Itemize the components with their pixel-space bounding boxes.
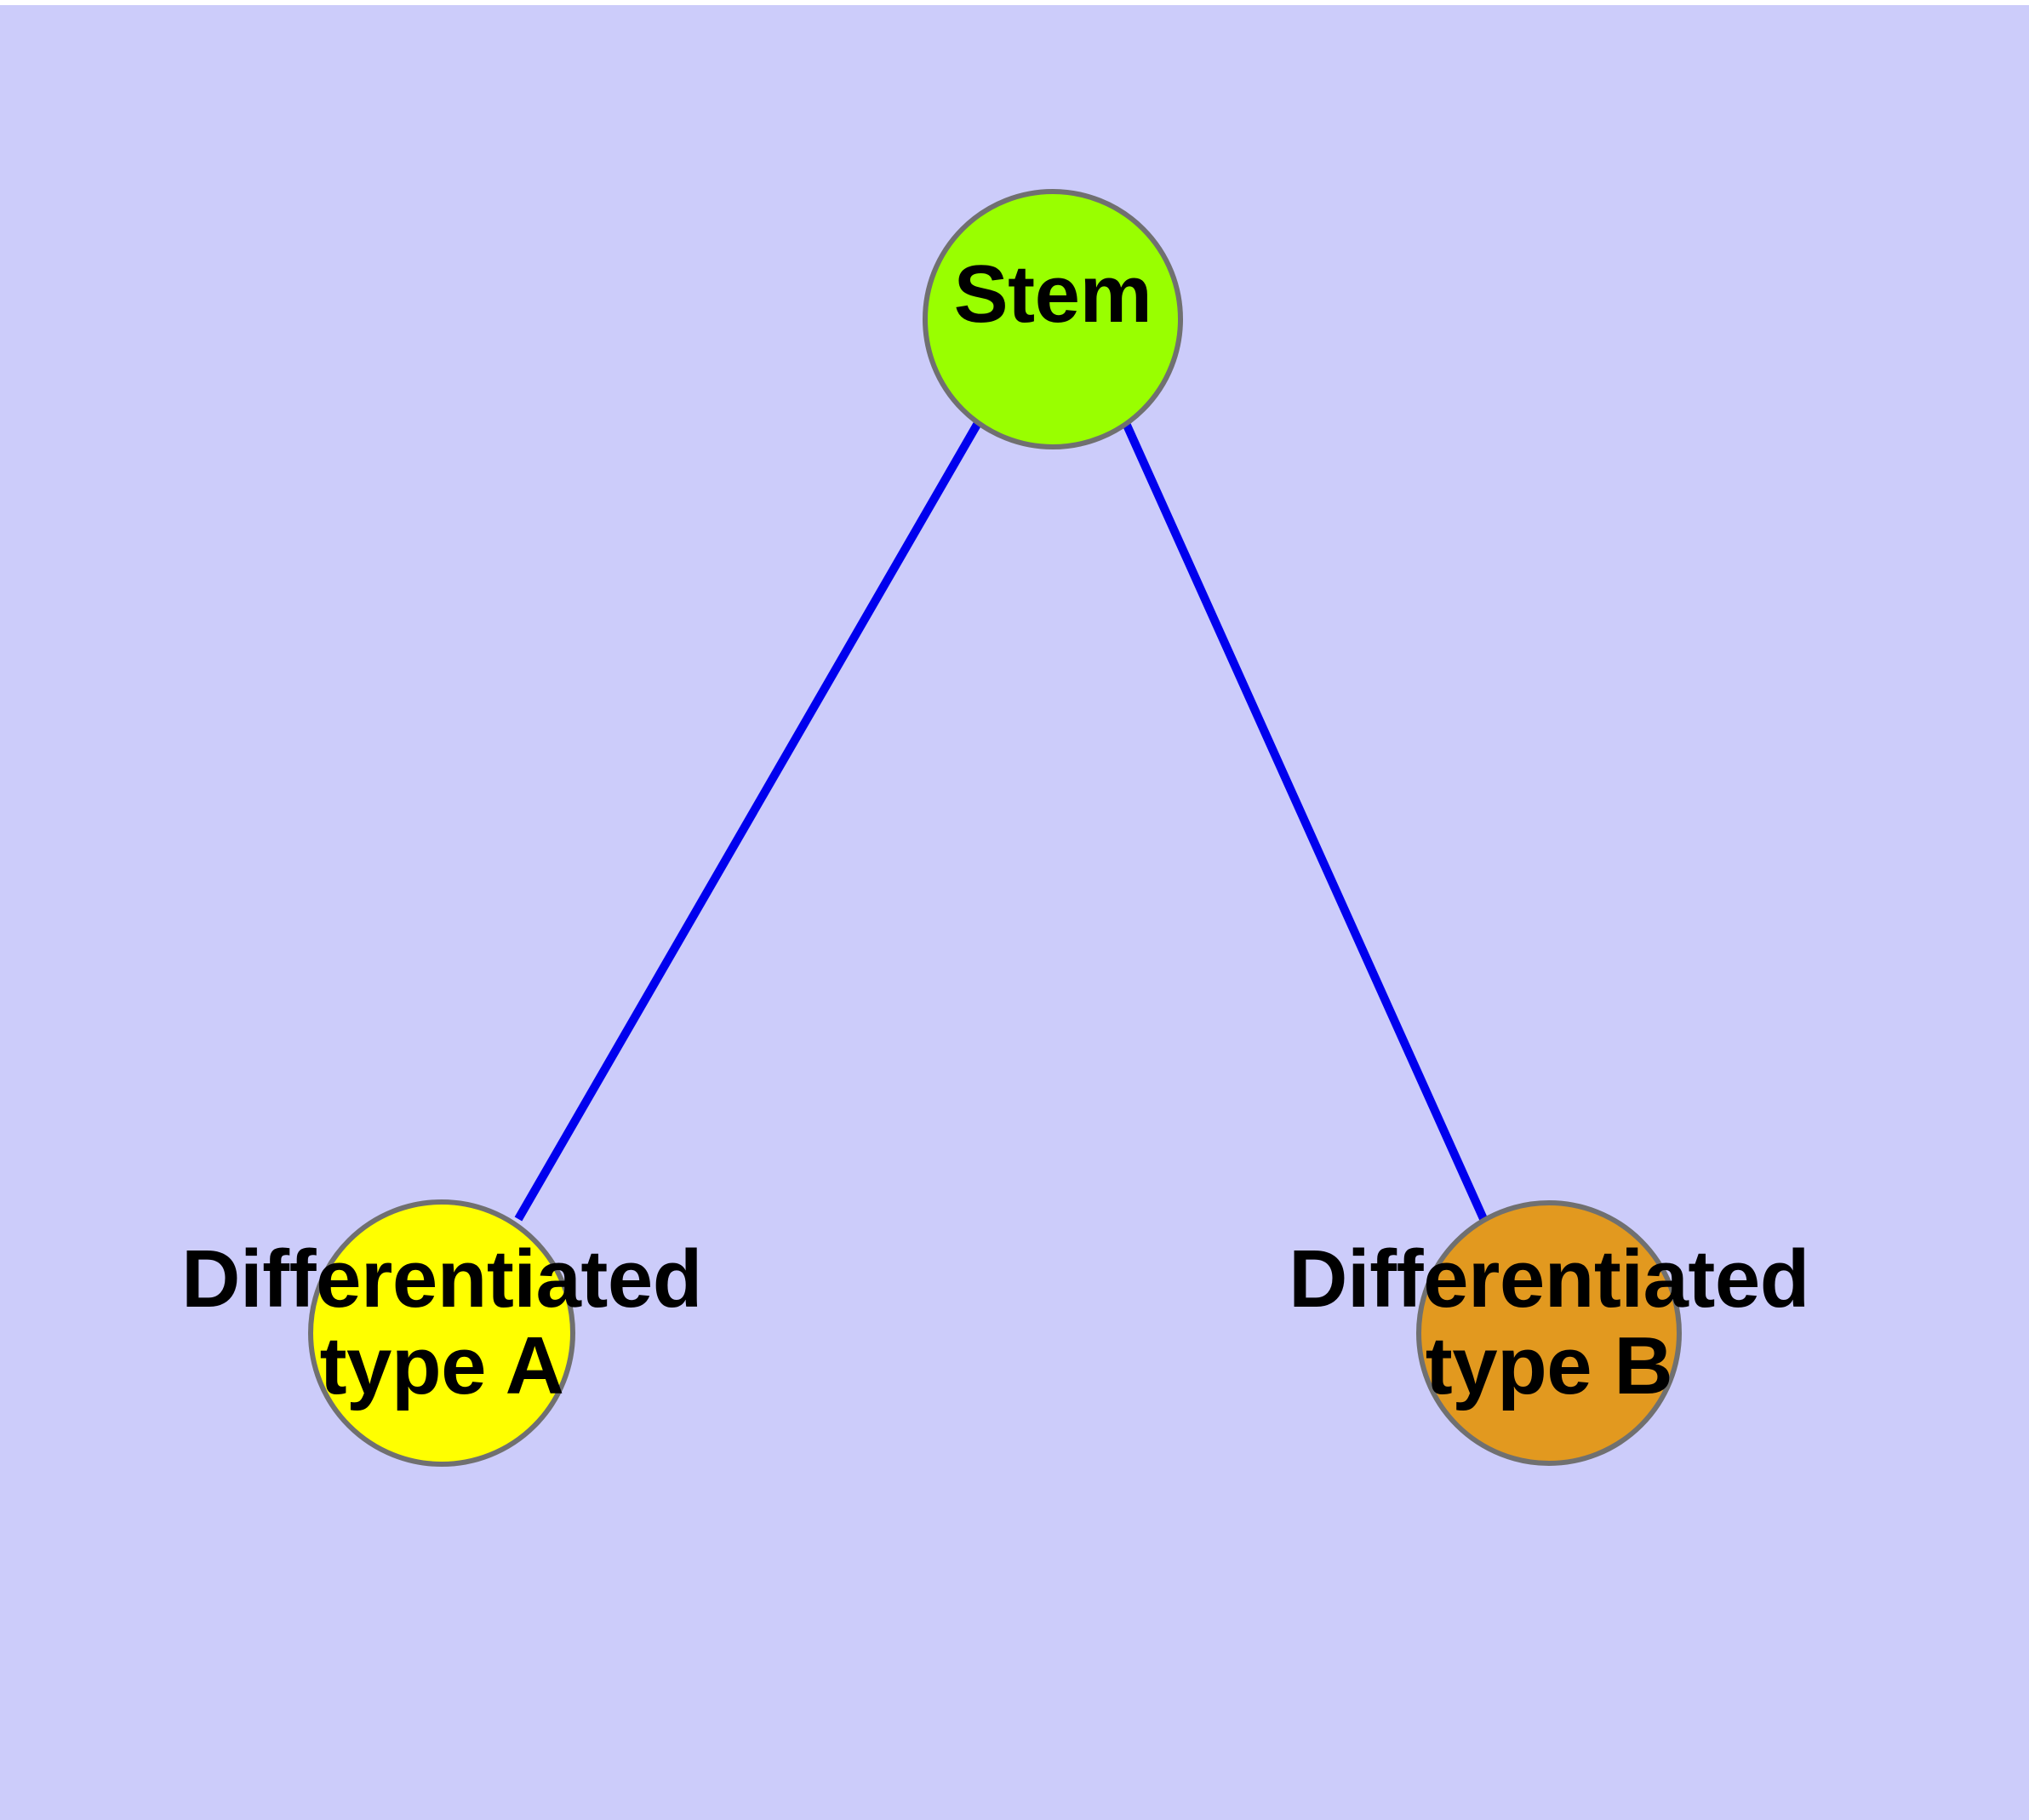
edge-stem-to-diff-a [514,421,982,1222]
node-circle-diff-b[interactable] [1416,1200,1682,1466]
node-layer [308,189,1682,1467]
node-circle-stem[interactable] [923,189,1183,449]
edge-stem-to-diff-b [1121,419,1489,1223]
node-circle-diff-a[interactable] [308,1199,575,1467]
edge-layer [514,419,1489,1223]
